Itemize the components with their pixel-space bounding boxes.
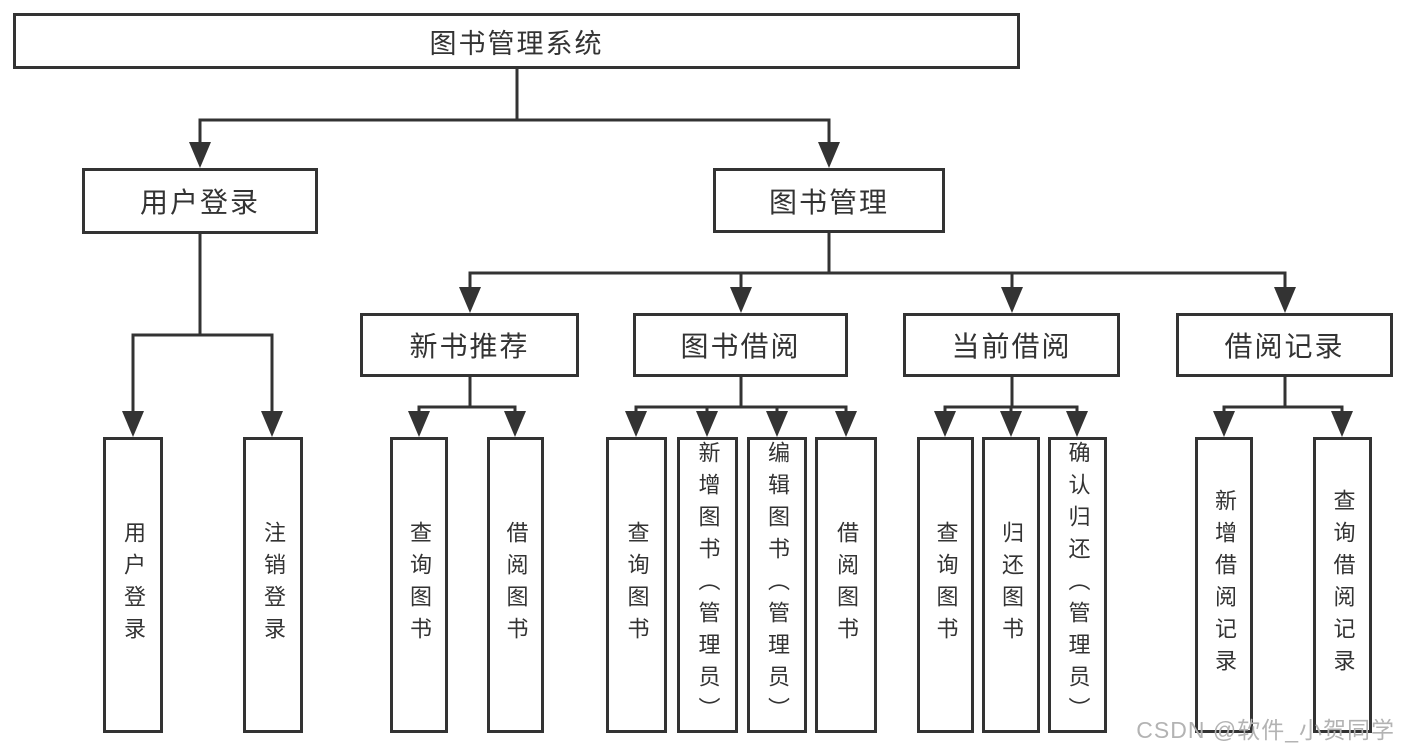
leaf-query-books-current: 查询图书: [917, 437, 974, 733]
node-label: 图书管理系统: [429, 28, 604, 59]
leaf-query-books-recommend: 查询图书: [390, 437, 448, 733]
edge-root-to-level2: [189, 67, 840, 168]
leaf-label: 注销登录: [261, 521, 286, 649]
leaf-label: 归还图书: [999, 521, 1024, 649]
leaf-query-borrow-record: 查询借阅记录: [1313, 437, 1372, 733]
leaf-label: 查询图书: [624, 521, 650, 649]
node-borrow-records: 借阅记录: [1176, 313, 1393, 377]
leaf-label: 借阅图书: [834, 521, 859, 649]
leaf-label: 用户登录: [121, 521, 146, 649]
leaf-logout: 注销登录: [243, 437, 303, 733]
node-label: 新书推荐: [409, 331, 530, 362]
leaf-borrow-books-recommend: 借阅图书: [487, 437, 544, 733]
node-new-book-recommend: 新书推荐: [360, 313, 579, 377]
edge-newbooks-to-leaves: [408, 377, 526, 437]
leaf-confirm-return-admin: 确认归还（管理员）: [1048, 437, 1107, 733]
leaf-add-books-admin: 新增图书（管理员）: [677, 437, 738, 733]
csdn-watermark: CSDN @软件_小贺同学: [1136, 717, 1395, 743]
leaf-label: 查询图书: [933, 521, 959, 649]
node-label: 图书管理: [768, 186, 889, 218]
leaf-user-login: 用户登录: [103, 437, 163, 733]
edge-current-to-leaves: [934, 377, 1088, 437]
node-label: 图书借阅: [680, 331, 801, 362]
edge-userlogin-to-leaves: [122, 234, 283, 437]
node-book-management: 图书管理: [713, 168, 945, 233]
edge-bookmgmt-to-level3: [459, 232, 1296, 313]
leaf-query-books-borrow: 查询图书: [606, 437, 667, 733]
leaf-edit-books-admin: 编辑图书（管理员）: [747, 437, 807, 733]
leaf-borrow-books: 借阅图书: [815, 437, 877, 733]
node-library-system: 图书管理系统: [13, 13, 1020, 69]
leaf-label: 确认归还（管理员）: [1065, 441, 1091, 729]
leaf-label: 借阅图书: [503, 521, 529, 649]
edge-records-to-leaves: [1213, 377, 1353, 437]
leaf-label: 编辑图书（管理员）: [765, 441, 790, 729]
leaf-add-borrow-record: 新增借阅记录: [1195, 437, 1253, 733]
leaf-return-books: 归还图书: [982, 437, 1040, 733]
leaf-label: 新增借阅记录: [1212, 489, 1237, 681]
node-current-borrow: 当前借阅: [903, 313, 1120, 377]
node-user-login: 用户登录: [82, 168, 318, 234]
leaf-label: 查询借阅记录: [1330, 489, 1356, 681]
leaf-label: 查询图书: [407, 521, 432, 649]
node-label: 用户登录: [139, 187, 260, 218]
leaf-label: 新增图书（管理员）: [695, 441, 721, 729]
node-book-borrow: 图书借阅: [633, 313, 848, 377]
node-label: 借阅记录: [1224, 331, 1345, 362]
node-label: 当前借阅: [951, 331, 1072, 362]
edge-borrow-to-leaves: [625, 377, 857, 437]
